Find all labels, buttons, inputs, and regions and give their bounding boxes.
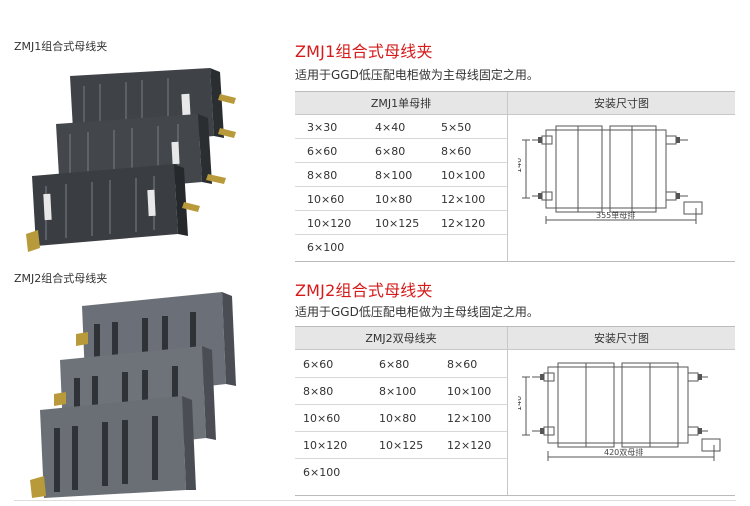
product-subtitle: 适用于GGD低压配电柜做为主母线固定之用。: [295, 68, 539, 82]
size-cell: 6×100: [303, 466, 341, 479]
size-cell: 10×120: [307, 217, 352, 230]
size-column-header: ZMJ2双母线夹: [365, 332, 437, 345]
product-caption: ZMJ2组合式母线夹: [14, 272, 108, 285]
size-cell: 4×40: [375, 121, 406, 134]
height-dimension-label: 140: [518, 158, 523, 173]
product-photo-zmj2: [22, 284, 250, 499]
row-divider: [295, 431, 507, 432]
size-column-header: ZMJ1单母排: [370, 97, 432, 110]
row-divider: [295, 377, 507, 378]
size-cell: 3×30: [307, 121, 338, 134]
product-photo-zmj1: [22, 64, 250, 254]
width-dimension-label: 355单母排: [596, 210, 635, 220]
column-divider: [507, 92, 508, 261]
size-cell: 12×100: [447, 412, 492, 425]
spec-table: ZMJ1单母排 安装尺寸图 3×30 4×40 5×50 6×60 6×80 8…: [295, 91, 735, 262]
bottom-divider: [14, 500, 736, 501]
size-cell: 8×100: [375, 169, 413, 182]
product-section-zmj2: ZMJ2组合式母线夹: [0, 262, 750, 506]
size-cell: 6×80: [375, 145, 406, 158]
size-cell: 5×50: [441, 121, 472, 134]
row-divider: [295, 138, 507, 139]
row-divider: [295, 162, 507, 163]
installation-drawing: 140 420双母排: [514, 353, 728, 471]
size-cell: 10×125: [379, 439, 424, 452]
size-cell: 6×100: [307, 241, 345, 254]
size-cell: 10×100: [441, 169, 486, 182]
row-divider: [295, 186, 507, 187]
row-divider: [295, 234, 507, 235]
drawing-column-header: 安装尺寸图: [594, 97, 649, 110]
size-cell: 10×80: [375, 193, 413, 206]
size-cell: 8×80: [303, 385, 334, 398]
size-cell: 6×60: [303, 358, 334, 371]
size-cell: 12×120: [441, 217, 486, 230]
size-cell: 10×80: [379, 412, 417, 425]
width-dimension-label: 420双母排: [604, 447, 643, 457]
size-cell: 10×60: [307, 193, 345, 206]
spec-table-header: ZMJ2双母线夹 安装尺寸图: [295, 327, 735, 350]
spec-table-header: ZMJ1单母排 安装尺寸图: [295, 92, 735, 115]
installation-drawing: 140 355单母排: [514, 118, 728, 234]
size-cell: 6×80: [379, 358, 410, 371]
size-cell: 10×100: [447, 385, 492, 398]
product-subtitle: 适用于GGD低压配电柜做为主母线固定之用。: [295, 305, 539, 319]
height-dimension-label: 140: [518, 396, 523, 411]
row-divider: [295, 210, 507, 211]
product-section-zmj1: ZMJ1组合式母线夹: [14, 40, 735, 262]
row-divider: [295, 458, 507, 459]
size-cell: 8×60: [441, 145, 472, 158]
product-title: ZMJ2组合式母线夹: [295, 281, 433, 300]
size-cell: 8×100: [379, 385, 417, 398]
size-cell: 8×60: [447, 358, 478, 371]
size-cell: 6×60: [307, 145, 338, 158]
row-divider: [295, 404, 507, 405]
size-cell: 12×100: [441, 193, 486, 206]
size-cell: 10×60: [303, 412, 341, 425]
product-title: ZMJ1组合式母线夹: [295, 42, 433, 61]
drawing-column-header: 安装尺寸图: [594, 332, 649, 345]
size-cell: 10×120: [303, 439, 348, 452]
size-cell: 12×120: [447, 439, 492, 452]
product-caption: ZMJ1组合式母线夹: [14, 40, 108, 53]
size-cell: 8×80: [307, 169, 338, 182]
column-divider: [507, 327, 508, 495]
size-cell: 10×125: [375, 217, 420, 230]
spec-table: ZMJ2双母线夹 安装尺寸图 6×60 6×80 8×60 8×80 8×100…: [295, 326, 735, 496]
